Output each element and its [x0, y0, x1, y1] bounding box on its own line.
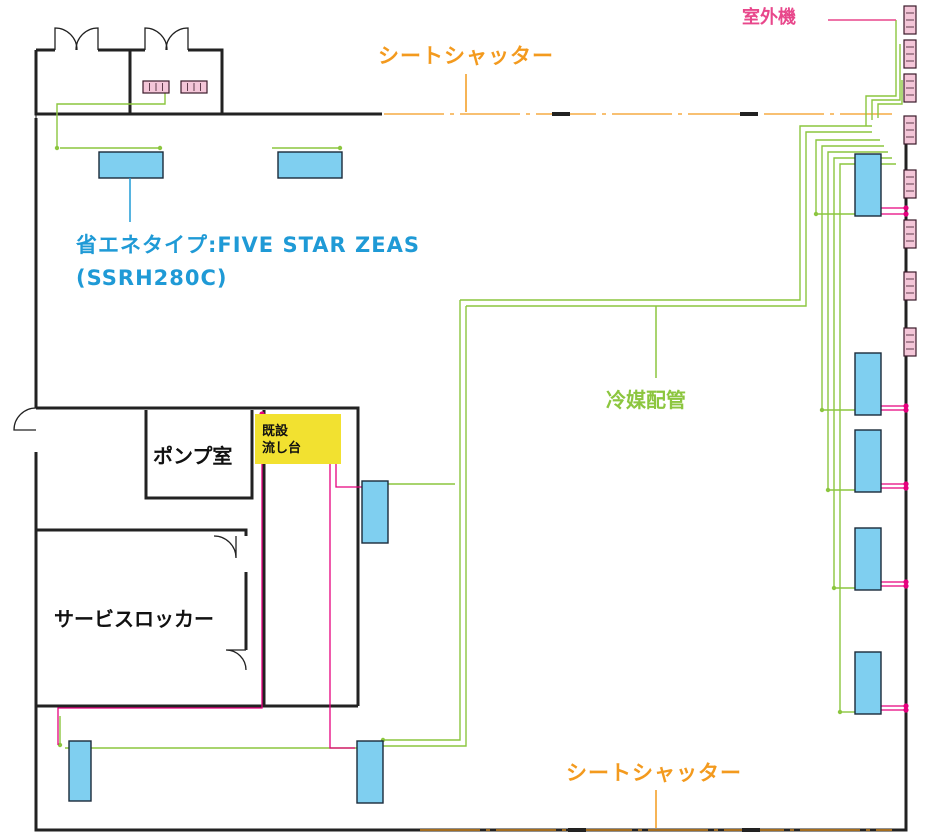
door-swing: [165, 27, 189, 51]
drain-joint: [903, 211, 909, 217]
door-swing: [144, 27, 168, 51]
drain-pipe: [329, 418, 355, 749]
sheet-shutter-label-bottom: シートシャッター: [566, 761, 742, 785]
pipe-joint: [54, 145, 60, 151]
drain-joint: [903, 205, 909, 211]
shutter-lines: [384, 112, 892, 832]
refrigerant-piping-label: 冷媒配管: [606, 388, 686, 412]
pipe-joint: [825, 487, 831, 493]
air-conditioner-units: [68, 5, 917, 804]
refrigerant-pipe: [56, 92, 166, 148]
indoor-model-label: 省エネタイプ:FIVE STAR ZEAS: [76, 233, 420, 257]
pump-room-label: ポンプ室: [153, 444, 233, 468]
refrigerant-pipe: [460, 125, 872, 301]
refrigerant-pipe: [871, 44, 901, 120]
refrigerant-pipe: [865, 20, 897, 126]
refrigerant-pipe: [60, 147, 161, 150]
wall-segment: [188, 48, 224, 114]
drain-joint: [903, 403, 909, 409]
service-locker-label: サービスロッカー: [54, 607, 214, 631]
indoor-unit: [854, 352, 882, 416]
pipe-joint: [819, 407, 825, 413]
indoor-unit: [68, 740, 92, 802]
pipe-joint: [813, 211, 819, 217]
indoor-unit: [277, 151, 343, 179]
indoor-unit: [854, 153, 882, 217]
pipe-joint: [837, 709, 843, 715]
shutter-post: [568, 828, 586, 832]
sink-label-line2: 流し台: [262, 441, 302, 456]
shutter-post: [740, 112, 758, 116]
shutter-post: [742, 828, 760, 832]
drain-joint: [903, 407, 909, 413]
drain-joint: [903, 583, 909, 589]
door-swing: [54, 27, 78, 51]
refrigerant-pipe: [821, 145, 884, 410]
drain-piping: [57, 86, 909, 749]
pipe-joint: [57, 742, 63, 748]
wall-segment: [34, 452, 892, 832]
leader-lines: [129, 19, 896, 828]
indoor-unit: [356, 740, 384, 804]
refrigerant-pipe: [383, 306, 467, 747]
drain-joint: [903, 703, 909, 709]
pipe-joint: [157, 145, 163, 151]
indoor-unit: [854, 527, 882, 591]
sink-label-line1: 既設: [262, 424, 289, 439]
shutter-post: [552, 112, 570, 116]
doors: [13, 27, 247, 671]
wall-segment: [892, 140, 908, 832]
refrigerant-pipe: [877, 80, 903, 118]
refrigerant-piping: [54, 20, 903, 749]
wall-segment: [36, 406, 360, 706]
drain-joint: [903, 481, 909, 487]
indoor-unit: [854, 429, 882, 493]
outdoor-unit-label: 室外機: [742, 7, 796, 28]
drain-pipe: [57, 414, 263, 745]
door-swing: [75, 27, 99, 51]
indoor-unit: [98, 151, 164, 179]
wall-segment: [144, 410, 254, 500]
refrigerant-pipe: [466, 131, 872, 307]
pipe-joint: [337, 145, 343, 151]
drain-joint: [903, 707, 909, 713]
drain-joint: [903, 485, 909, 491]
indoor-unit: [361, 480, 389, 544]
pipe-joint: [831, 585, 837, 591]
refrigerant-pipe: [815, 139, 880, 214]
wall-segment: [36, 528, 248, 536]
refrigerant-pipe: [383, 300, 461, 741]
door-swing: [13, 407, 37, 431]
door-swing: [225, 649, 247, 671]
drain-joint: [903, 579, 909, 585]
walls: [34, 48, 908, 832]
sheet-shutter-label-top: シートシャッター: [378, 44, 554, 68]
indoor-model-code: (SSRH280C): [76, 266, 228, 290]
door-swing: [213, 535, 237, 559]
existing-sink: 既設 流し台: [255, 414, 341, 464]
refrigerant-pipe: [827, 151, 888, 490]
indoor-unit: [854, 651, 882, 715]
